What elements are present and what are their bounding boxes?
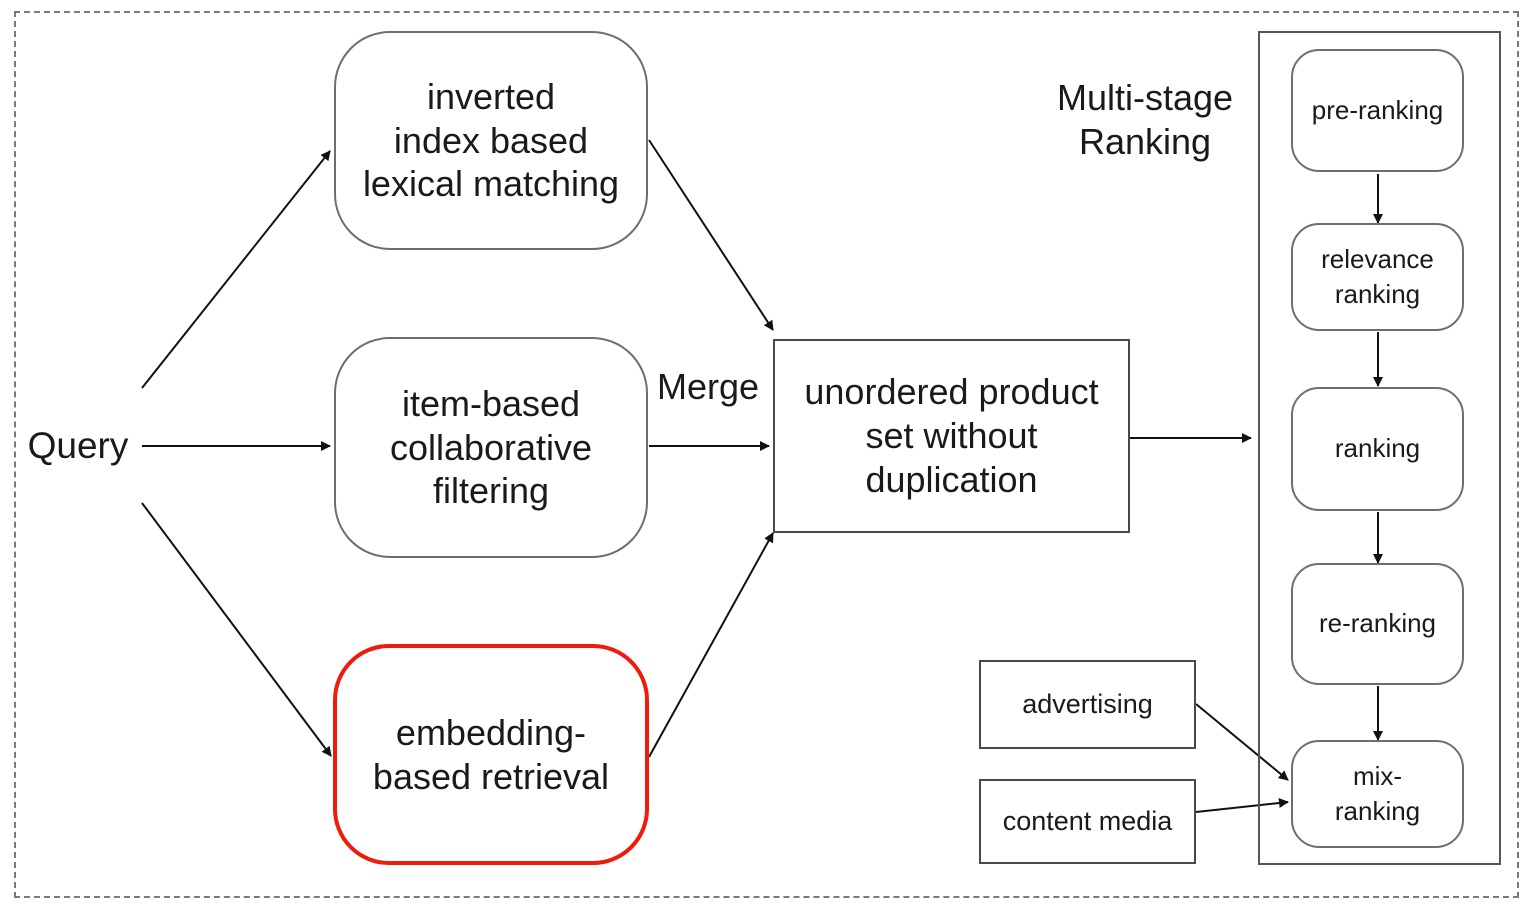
advertising-label: advertising <box>1022 689 1153 719</box>
inverted-index-node: inverted index based lexical matching <box>334 31 648 250</box>
content-media-label: content media <box>1002 806 1173 836</box>
embedding-retrieval-node: embedding- based retrieval <box>333 644 649 865</box>
merged-product-set-label: unordered product set without duplicatio… <box>804 371 1099 500</box>
item-based-cf-node: item-based collaborative filtering <box>334 337 648 558</box>
mix-ranking-node: mix- ranking <box>1291 740 1464 848</box>
query-label: Query <box>27 425 129 466</box>
ranking-title: Multi-stage Ranking <box>1056 77 1234 162</box>
pre-ranking-label: pre-ranking <box>1311 94 1444 125</box>
arrow-content-to-mix <box>1195 798 1289 813</box>
pre-ranking-node: pre-ranking <box>1291 49 1464 172</box>
arrow-inverted-to-merged <box>648 139 774 331</box>
arrow-embedding-to-merged <box>648 532 774 758</box>
ranking-node: ranking <box>1291 387 1464 511</box>
relevance-ranking-label: relevance ranking <box>1321 243 1434 309</box>
re-ranking-node: re-ranking <box>1291 563 1464 685</box>
merged-product-set-node: unordered product set without duplicatio… <box>773 339 1130 533</box>
diagram-frame <box>14 11 1519 898</box>
re-ranking-label: re-ranking <box>1318 608 1437 639</box>
ranking-label: ranking <box>1334 433 1421 464</box>
mix-ranking-label: mix- ranking <box>1334 760 1421 826</box>
arrow-advertising-to-mix <box>1195 703 1289 781</box>
item-based-cf-label: item-based collaborative filtering <box>389 382 593 512</box>
inverted-index-label: inverted index based lexical matching <box>362 75 620 205</box>
content-media-node: content media <box>979 779 1196 864</box>
advertising-node: advertising <box>979 660 1196 749</box>
relevance-ranking-node: relevance ranking <box>1291 223 1464 331</box>
arrow-query-to-inverted <box>141 150 331 389</box>
ranking-container <box>1258 31 1501 865</box>
arrow-query-to-embedding <box>141 502 332 757</box>
embedding-retrieval-label: embedding- based retrieval <box>372 711 610 797</box>
merge-label: Merge <box>656 366 760 407</box>
